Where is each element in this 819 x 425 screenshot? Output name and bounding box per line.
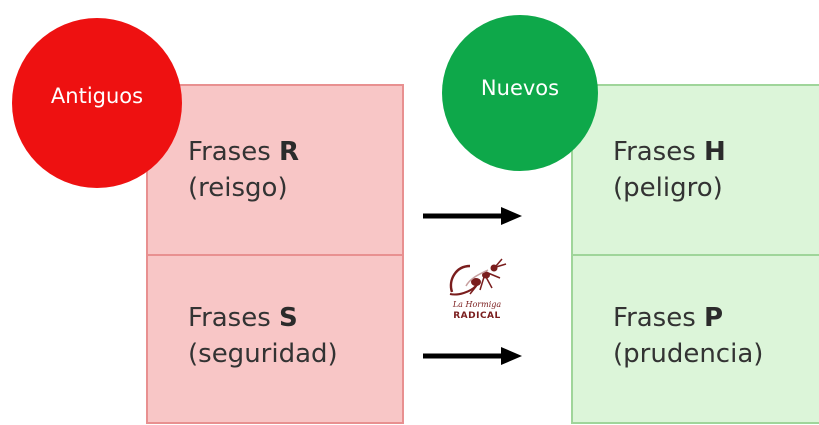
r-letter: R xyxy=(279,137,300,167)
antiguos-badge-label: Antiguos xyxy=(50,84,144,108)
p-letter: P xyxy=(704,303,724,333)
s-phrases-desc: (seguridad) xyxy=(188,339,338,369)
p-phrases-prefix: Frases xyxy=(613,303,705,333)
old-block-divider xyxy=(148,254,402,256)
h-letter: H xyxy=(704,137,726,167)
old-phrases-block: Frases R (reisgo) Frases S (seguridad) xyxy=(146,84,404,424)
new-phrases-block: Frases H (peligro) Frases P (prudencia) xyxy=(571,84,819,424)
r-phrases-prefix: Frases xyxy=(188,137,280,167)
arrow-right-icon xyxy=(423,347,522,365)
ant-logo-icon xyxy=(449,258,507,296)
p-phrases-cell: Frases P (prudencia) xyxy=(613,300,763,372)
s-letter: S xyxy=(279,303,298,333)
nuevos-badge-label: Nuevos xyxy=(480,76,560,100)
s-phrases-prefix: Frases xyxy=(188,303,280,333)
antiguos-badge: Antiguos xyxy=(12,18,182,188)
nuevos-badge: Nuevos xyxy=(442,15,598,171)
h-phrases-prefix: Frases xyxy=(613,137,705,167)
h-phrases-cell: Frases H (peligro) xyxy=(613,134,726,206)
r-phrases-desc: (reisgo) xyxy=(188,173,288,203)
logo-big-text: RADICAL xyxy=(453,311,501,321)
new-block-divider xyxy=(573,254,819,256)
p-phrases-desc: (prudencia) xyxy=(613,339,764,369)
arrow-right-icon xyxy=(423,207,522,225)
logo-small-text: La Hormiga xyxy=(452,300,502,309)
h-phrases-desc: (peligro) xyxy=(613,173,723,203)
r-phrases-cell: Frases R (reisgo) xyxy=(188,134,299,206)
la-hormiga-radical-logo: La Hormiga RADICAL xyxy=(428,256,526,326)
s-phrases-cell: Frases S (seguridad) xyxy=(188,300,338,372)
